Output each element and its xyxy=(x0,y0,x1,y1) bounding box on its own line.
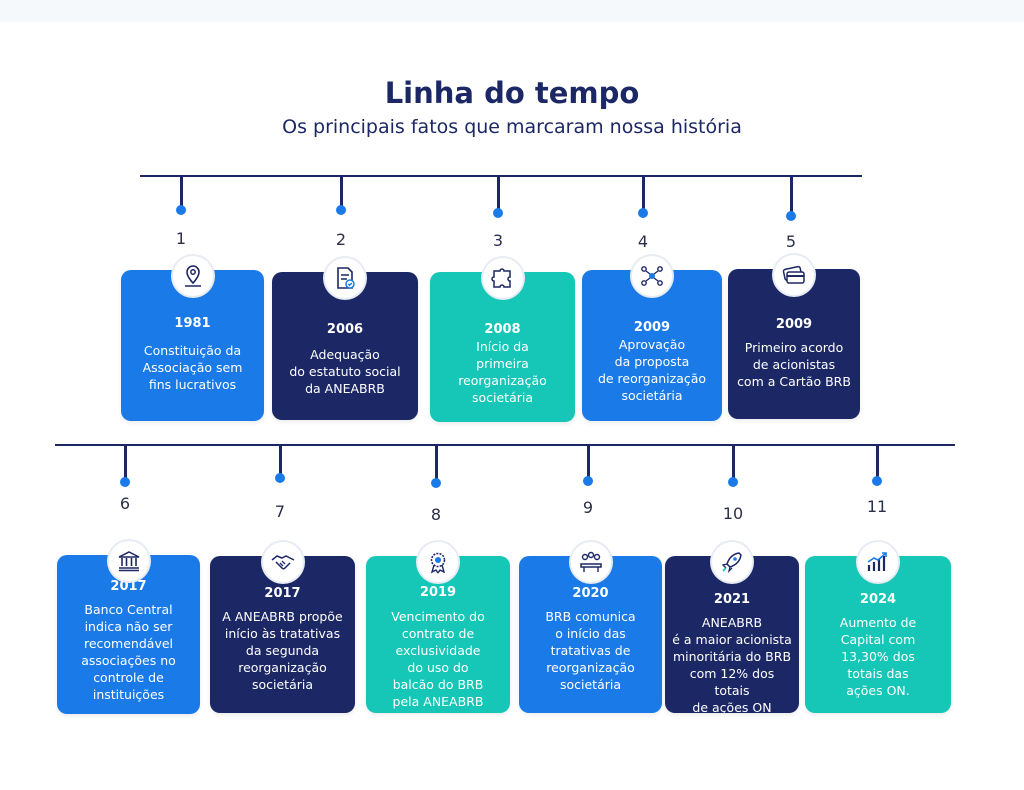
milestone-number: 1 xyxy=(175,229,187,248)
bank-icon xyxy=(108,541,149,581)
milestone-number: 8 xyxy=(430,505,442,524)
milestone-year: 2020 xyxy=(572,586,609,601)
milestone-year: 2009 xyxy=(633,320,671,335)
timeline-tick xyxy=(279,445,282,476)
timeline-dot xyxy=(336,205,346,215)
timeline-tick xyxy=(435,445,438,481)
credit-card-icon xyxy=(774,255,814,295)
milestone-text: BRB comunica o início das tratativas de … xyxy=(545,609,636,692)
milestone-year: 2024 xyxy=(859,592,897,607)
handshake-icon xyxy=(262,542,303,582)
timeline-line-bottom xyxy=(55,444,955,446)
location-pin-icon xyxy=(172,256,213,296)
timeline-tick xyxy=(180,176,183,208)
timeline-tick xyxy=(587,445,590,479)
timeline-line-top xyxy=(140,175,862,177)
milestone-text: Constituição da Associação sem fins lucr… xyxy=(142,343,243,392)
growth-chart-icon xyxy=(858,542,898,582)
meeting-icon xyxy=(570,542,611,582)
milestone-text: ANEABRB é a maior acionista minoritária … xyxy=(672,615,792,715)
timeline-dot xyxy=(431,478,441,488)
milestone-card: 2017 A ANEABRB propõe início às tratativa… xyxy=(210,556,355,713)
timeline-dot xyxy=(275,473,285,483)
page-title: Linha do tempo xyxy=(384,76,640,110)
network-people-icon xyxy=(632,256,672,296)
timeline-dot xyxy=(120,477,130,487)
rocket-icon xyxy=(712,542,752,582)
milestone-year: 2019 xyxy=(419,585,457,600)
timeline-dot xyxy=(872,476,882,486)
milestone-number: 2 xyxy=(335,230,347,249)
milestone-year: 2006 xyxy=(326,322,364,337)
timeline-dot xyxy=(583,476,593,486)
milestone-text: Vencimento do contrato de exclusividade … xyxy=(391,609,485,709)
page-subtitle: Os principais fatos que marcaram nossa h… xyxy=(282,116,742,138)
milestone-text: Banco Central indica não ser recomendáve… xyxy=(81,602,176,702)
milestone-text: Aprovação da proposta de reorganização s… xyxy=(597,337,707,403)
milestone-year: 1981 xyxy=(174,316,211,331)
milestone-year: 2009 xyxy=(775,317,813,332)
milestone-text: A ANEABRB propõe início às tratativas da… xyxy=(222,609,343,692)
timeline-tick xyxy=(790,176,793,214)
timeline-tick xyxy=(497,176,500,211)
timeline-dot xyxy=(638,208,648,218)
milestone-number: 6 xyxy=(119,494,131,513)
top-band xyxy=(0,0,1024,22)
timeline-tick xyxy=(124,445,127,480)
timeline-tick xyxy=(732,445,735,480)
milestone-text: Aumento de Capital com 13,30% dos totais… xyxy=(839,615,917,698)
milestone-year: 2008 xyxy=(484,322,521,337)
award-badge-icon xyxy=(418,542,458,582)
milestone-number: 5 xyxy=(785,232,797,251)
milestone-text: Primeiro acordo de acionistas com a Cart… xyxy=(737,340,851,389)
milestone-year: 2017 xyxy=(264,586,301,601)
timeline-dot xyxy=(493,208,503,218)
timeline-tick xyxy=(340,176,343,208)
milestone-text: Adequação do estatuto social da ANEABRB xyxy=(289,347,401,396)
timeline-dot xyxy=(176,205,186,215)
milestone-year: 2021 xyxy=(713,592,751,607)
puzzle-icon xyxy=(482,258,523,298)
milestone-number: 9 xyxy=(582,498,594,517)
timeline-tick xyxy=(876,445,879,479)
milestone-number: 4 xyxy=(637,232,649,251)
timeline-dot xyxy=(786,211,796,221)
timeline-dot xyxy=(728,477,738,487)
milestone-number: 11 xyxy=(866,497,888,516)
milestone-number: 3 xyxy=(492,231,504,250)
milestone-year: 2017 xyxy=(110,579,147,594)
milestone-number: 7 xyxy=(274,502,286,521)
timeline-tick xyxy=(642,176,645,211)
document-check-icon xyxy=(325,258,365,298)
milestone-text: Início da primeira reorganização societá… xyxy=(458,339,547,405)
milestone-number: 10 xyxy=(722,504,744,523)
